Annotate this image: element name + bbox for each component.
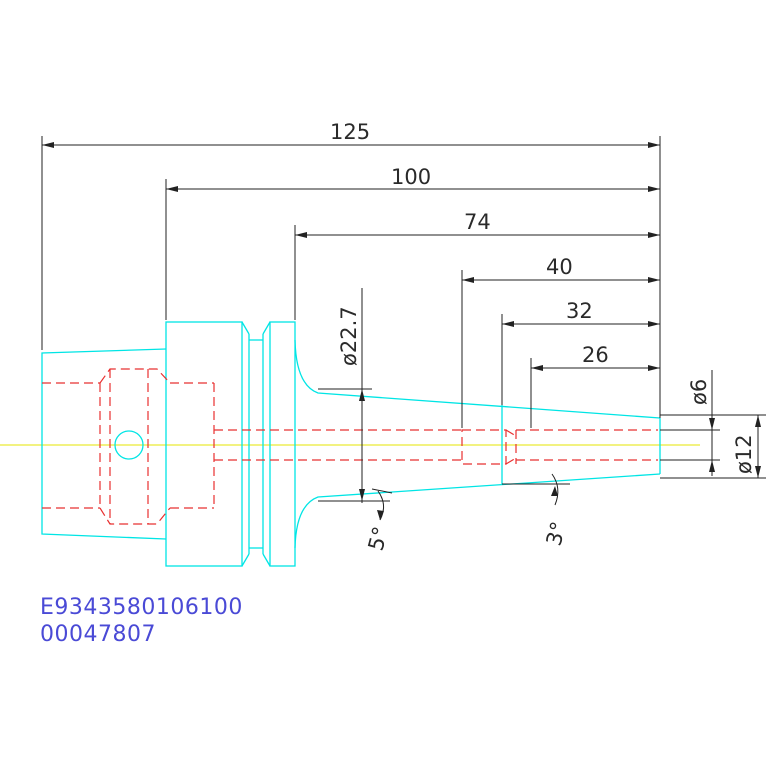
dim-angle-3-label: 3° bbox=[542, 519, 571, 548]
dim-74-label: 74 bbox=[464, 210, 491, 234]
dim-diameter-12-label: ø12 bbox=[732, 434, 756, 474]
hidden-lines bbox=[42, 368, 658, 525]
dim-125-label: 125 bbox=[330, 120, 370, 144]
serial-number-label: 00047807 bbox=[40, 622, 156, 647]
dimension-lines bbox=[41, 136, 766, 521]
dim-32-label: 32 bbox=[566, 299, 593, 323]
dim-40-label: 40 bbox=[546, 255, 573, 279]
dim-diameter-6-label: ø6 bbox=[687, 379, 711, 405]
arrowheads bbox=[42, 142, 761, 520]
part-outline bbox=[41, 321, 661, 567]
part-number-label: E9343580106100 bbox=[40, 595, 243, 620]
dim-angle-5-label: 5° bbox=[364, 524, 393, 553]
dim-100-label: 100 bbox=[391, 165, 431, 189]
dim-diameter-22-7-label: ø22.7 bbox=[337, 306, 361, 366]
dim-26-label: 26 bbox=[582, 343, 609, 367]
